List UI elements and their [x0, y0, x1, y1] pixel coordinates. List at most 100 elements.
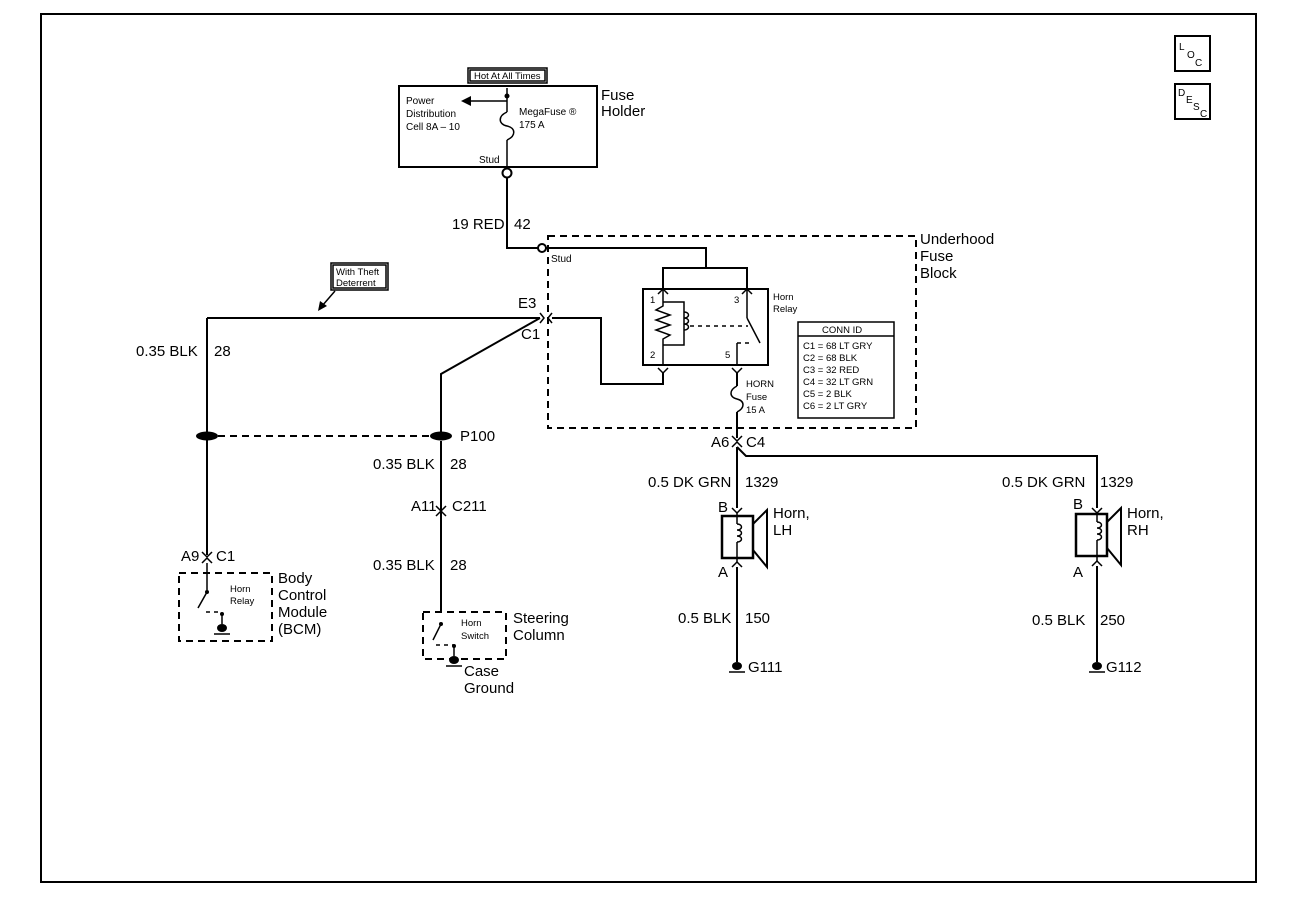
desc-letter-s: S [1193, 102, 1200, 113]
fuse-holder-title-line1: Fuse [601, 87, 634, 104]
relay-pin-1: 1 [650, 295, 655, 306]
bcm-line2: Control [278, 587, 326, 604]
conn-id-row: C6 = 2 LT GRY [803, 401, 868, 412]
underhood-title-line2: Fuse [920, 248, 953, 265]
horn-rh-pin-a: A [1073, 564, 1083, 581]
horn-lh-pin-b: B [718, 499, 728, 516]
mid-wire2-circuit: 28 [450, 557, 467, 574]
bcm-line4: (BCM) [278, 621, 321, 638]
connector-a9: A9 [181, 548, 199, 565]
fuse-holder-title-line2: Holder [601, 103, 645, 120]
horn-relay-label-line1: Horn [773, 292, 794, 303]
steering-line2: Column [513, 627, 565, 644]
svg-text:Deterrent: Deterrent [336, 278, 376, 289]
rh-feed-circuit: 1329 [1100, 474, 1133, 491]
mid-wire1-circuit: 28 [450, 456, 467, 473]
horn-rh-coil-icon [1096, 521, 1103, 541]
mid-wire1-gauge: 0.35 BLK [373, 456, 435, 473]
megafuse-symbol [499, 111, 515, 141]
conn-id-row: C3 = 32 RED [803, 365, 859, 376]
connector-p100: P100 [460, 428, 495, 445]
relay-switch-contact [746, 317, 761, 344]
case-ground-icon [446, 656, 462, 667]
desc-button[interactable]: D E S C [1174, 83, 1211, 120]
conn-id-row: C1 = 68 LT GRY [803, 341, 873, 352]
horn-switch-contact [432, 623, 442, 641]
connector-bcm-symbol [201, 551, 213, 564]
ground-g111-icon [729, 662, 745, 673]
bcm-relay-label-line2: Relay [230, 596, 255, 607]
horn-lh-line2: LH [773, 522, 792, 539]
power-distribution-line1: Power [406, 96, 435, 107]
horn-relay-box [642, 288, 769, 366]
bcm-line3: Module [278, 604, 327, 621]
horn-rh: B Horn, RH A 0.5 BLK 250 G112 [1032, 496, 1164, 676]
svg-text:Hot At All Times: Hot At All Times [474, 71, 541, 82]
horn-rh-speaker-icon [1106, 505, 1122, 568]
loc-letter-o: O [1187, 50, 1195, 61]
horn-fuse-label-line1: HORN [746, 379, 774, 390]
connector-c4: C4 [746, 434, 765, 451]
arrow-left-icon [461, 96, 471, 106]
desc-letter-c: C [1200, 109, 1207, 120]
fuse-holder: Fuse Holder Power Distribution Cell 8A –… [398, 85, 645, 168]
connector-e3: E3 [518, 295, 536, 312]
ground-g111: G111 [748, 659, 782, 676]
horn-lh-line1: Horn, [773, 505, 810, 522]
horn-relay-label-line2: Relay [773, 304, 798, 315]
left-wire-gauge: 0.35 BLK [136, 343, 198, 360]
rh-ground-circuit: 250 [1100, 612, 1125, 629]
horn-lh: B Horn, LH A 0.5 BLK 150 G111 [678, 499, 810, 676]
underhood-title-line1: Underhood [920, 231, 994, 248]
underhood-fuse-block: Underhood Fuse Block Stud Horn Relay 1 3… [537, 231, 994, 438]
connector-a11: A11 [411, 498, 437, 515]
case-ground-line1: Case [464, 663, 499, 680]
left-wire-circuit: 28 [214, 343, 231, 360]
rh-ground-gauge: 0.5 BLK [1032, 612, 1085, 629]
main-wire-circuit: 42 [514, 216, 531, 233]
hot-at-all-times-tag: Hot At All Times [467, 67, 548, 84]
svg-text:With Theft: With Theft [336, 267, 379, 278]
horn-lh-pin-a: A [718, 564, 728, 581]
bcm-relay-switch [197, 591, 208, 609]
horn-fuse-symbol [730, 385, 744, 413]
power-distribution-line2: Distribution [406, 109, 456, 120]
lh-ground-gauge: 0.5 BLK [678, 610, 731, 627]
conn-id-row: C2 = 68 BLK [803, 353, 858, 364]
connector-c211-symbol [435, 505, 447, 517]
loc-letter-l: L [1179, 42, 1185, 53]
steering-column-horn-switch: Steering Column Horn Switch Case Ground [422, 610, 569, 697]
case-ground-line2: Ground [464, 680, 514, 697]
relay-pin-5: 5 [725, 350, 730, 361]
mid-wire2-gauge: 0.35 BLK [373, 557, 435, 574]
connector-c211: C211 [452, 498, 487, 515]
steering-line1: Steering [513, 610, 569, 627]
power-distribution-line3: Cell 8A – 10 [406, 122, 460, 133]
bcm-relay-label-line1: Horn [230, 584, 251, 595]
ground-g112-icon [1089, 662, 1105, 673]
horn-fuse-label-line2: Fuse [746, 392, 767, 403]
conn-id-title: CONN ID [822, 325, 862, 336]
relay-coil-icon [683, 311, 690, 331]
horn-rh-line2: RH [1127, 522, 1149, 539]
fuse-holder-stud-label: Stud [479, 155, 500, 166]
underhood-stud-terminal [537, 243, 547, 253]
loc-button[interactable]: L O C [1174, 35, 1211, 72]
splice-p100 [430, 431, 452, 441]
horn-switch-label-line2: Switch [461, 631, 489, 642]
horn-lh-speaker-icon [752, 507, 768, 570]
horn-fuse-label-line3: 15 A [746, 405, 766, 416]
loc-letter-c: C [1195, 58, 1202, 69]
underhood-title-line3: Block [920, 265, 957, 282]
lh-ground-circuit: 150 [745, 610, 770, 627]
connector-a6-c4-symbol [731, 435, 743, 448]
fuse-holder-stud-terminal [501, 167, 513, 179]
bcm-line1: Body [278, 570, 313, 587]
relay-pin-3: 3 [734, 295, 739, 306]
connector-a6: A6 [711, 434, 729, 451]
conn-id-row: C5 = 2 BLK [803, 389, 853, 400]
arrow-down-left-icon [318, 301, 327, 311]
horn-rh-line1: Horn, [1127, 505, 1164, 522]
rh-feed-gauge: 0.5 DK GRN [1002, 474, 1085, 491]
